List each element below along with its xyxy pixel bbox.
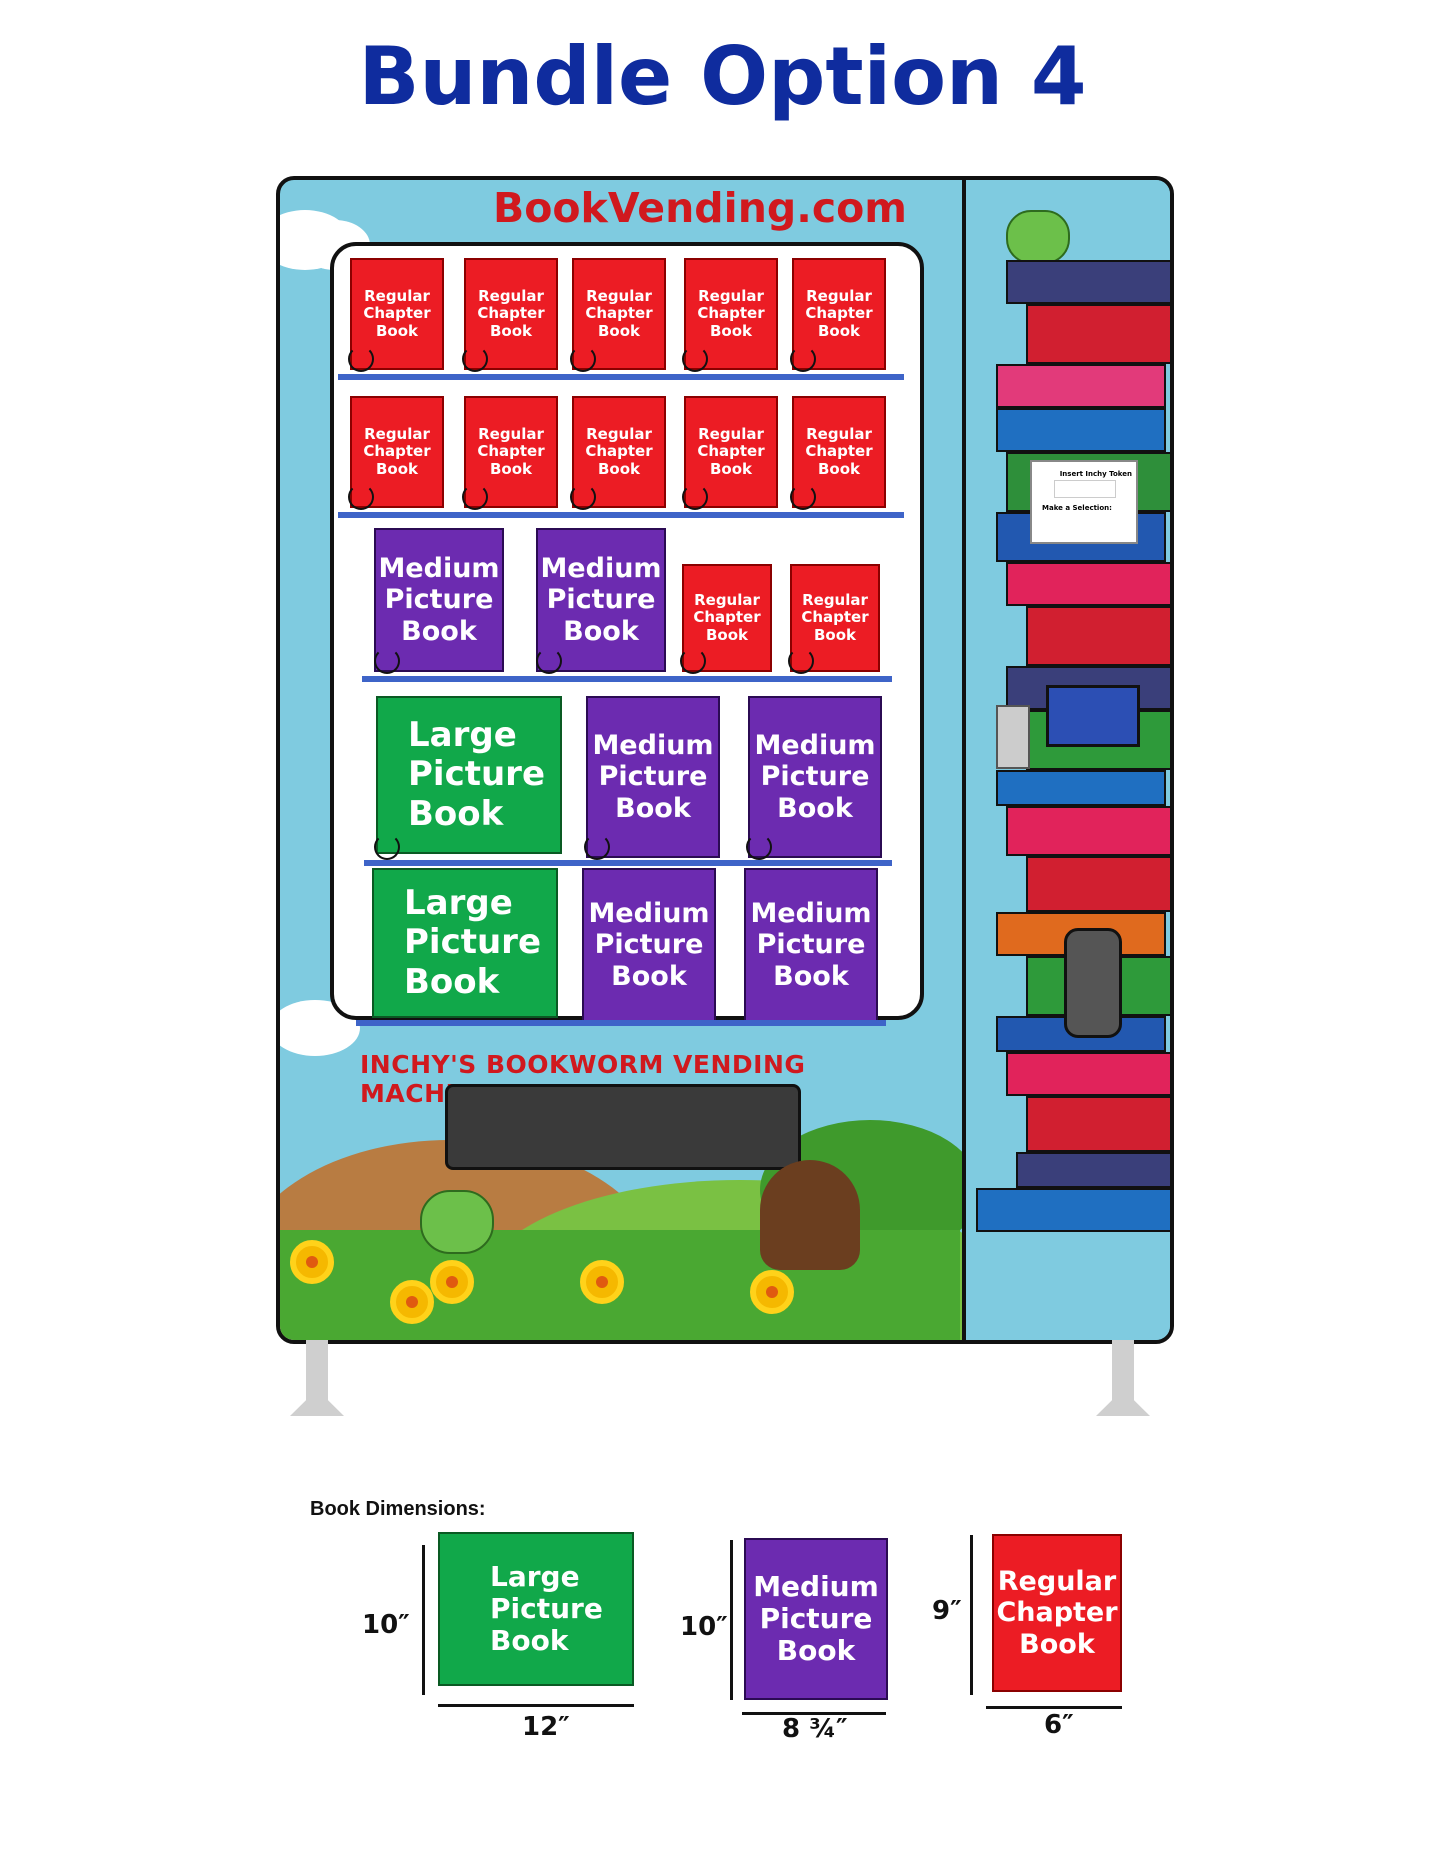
book-spine (1006, 806, 1170, 856)
pickup-door[interactable] (445, 1084, 801, 1170)
spiral-coil (348, 484, 374, 510)
spiral-coil (790, 484, 816, 510)
height-arrow (730, 1540, 733, 1700)
sunflower-icon (290, 1240, 334, 1284)
book-spine (1026, 304, 1170, 364)
sunflower-icon (750, 1270, 794, 1314)
spiral-coil (682, 346, 708, 372)
regular-chapter-book-sample: Regular Chapter Book (992, 1534, 1122, 1692)
regular-chapter-book-slot[interactable]: Regular Chapter Book (464, 396, 558, 508)
spiral-coil (790, 346, 816, 372)
spiral-coil (536, 648, 562, 674)
bookworm-mascot-icon (420, 1190, 494, 1254)
coin-slot[interactable] (1064, 928, 1122, 1038)
brand-logo: BookVending.com (440, 180, 960, 232)
medium-width-label: 8 ¾″ (782, 1714, 848, 1744)
vending-machine: BookVending.com Regular Chapter Book Reg… (276, 176, 1174, 1344)
spiral-coil (570, 484, 596, 510)
sunflower-icon (580, 1260, 624, 1304)
spiral-coil (682, 484, 708, 510)
spiral-coil (788, 648, 814, 674)
book-spine (976, 1188, 1170, 1232)
book-spine (1006, 562, 1170, 606)
large-picture-book-slot[interactable]: Large Picture Book (376, 696, 562, 854)
book-spine (996, 408, 1166, 452)
large-picture-book-sample: Large Picture Book (438, 1532, 634, 1686)
book-spine (996, 770, 1166, 806)
machine-front-panel: BookVending.com Regular Chapter Book Reg… (280, 180, 1000, 1340)
spiral-coil (374, 648, 400, 674)
book-spine (1006, 260, 1170, 304)
product-window: Regular Chapter Book Regular Chapter Boo… (330, 242, 924, 1022)
medium-picture-book-slot[interactable]: Medium Picture Book (748, 696, 882, 858)
regular-chapter-book-slot[interactable]: Regular Chapter Book (792, 396, 886, 508)
large-height-label: 10″ (362, 1610, 410, 1640)
medium-picture-book-slot[interactable]: Medium Picture Book (374, 528, 504, 672)
book-spine (996, 364, 1166, 408)
book-spine (1026, 606, 1170, 666)
shelf (356, 1020, 886, 1026)
spiral-coil (584, 834, 610, 860)
make-selection-label: Make a Selection: (1042, 504, 1112, 512)
machine-foot (290, 1400, 344, 1416)
spiral-coil (570, 346, 596, 372)
insert-token-label: Insert Inchy Token (1059, 470, 1132, 478)
regular-chapter-book-slot[interactable]: Regular Chapter Book (684, 396, 778, 508)
spiral-coil (680, 648, 706, 674)
sunflower-icon (430, 1260, 474, 1304)
book-spine (1026, 856, 1170, 912)
shelf (364, 860, 892, 866)
dimensions-heading: Book Dimensions: (310, 1498, 486, 1520)
book-spine (1006, 1052, 1170, 1096)
width-arrow (438, 1704, 634, 1707)
regular-width-label: 6″ (1044, 1710, 1074, 1740)
book-spine (1016, 1152, 1170, 1188)
token-display (1054, 480, 1116, 498)
child-reading-icon (760, 1160, 860, 1270)
book-spine (1026, 1096, 1170, 1152)
medium-picture-book-sample: Medium Picture Book (744, 1538, 888, 1700)
shelf (338, 374, 904, 380)
machine-leg (1112, 1340, 1134, 1410)
medium-picture-book-slot[interactable]: Medium Picture Book (536, 528, 666, 672)
shelf (362, 676, 892, 682)
regular-chapter-book-slot[interactable]: Regular Chapter Book (464, 258, 558, 370)
bookworm-mascot-icon (1006, 210, 1070, 264)
height-arrow (422, 1545, 425, 1695)
large-width-label: 12″ (522, 1712, 570, 1742)
spiral-coil (374, 834, 400, 860)
medium-height-label: 10″ (680, 1612, 728, 1642)
spiral-coil (462, 346, 488, 372)
sunflower-icon (390, 1280, 434, 1324)
spiral-coil (348, 346, 374, 372)
width-arrow (742, 1712, 886, 1715)
machine-foot (1096, 1400, 1150, 1416)
lock-icon (996, 705, 1030, 769)
selection-keypad[interactable] (1046, 685, 1140, 747)
machine-side-panel: Insert Inchy Token Make a Selection: (962, 180, 1170, 1340)
page-title: Bundle Option 4 (358, 30, 1087, 123)
spiral-coil (462, 484, 488, 510)
token-panel: Insert Inchy Token Make a Selection: (1030, 460, 1138, 544)
width-arrow (986, 1706, 1122, 1709)
spiral-coil (746, 834, 772, 860)
large-picture-book-slot[interactable]: Large Picture Book (372, 868, 558, 1018)
medium-picture-book-slot[interactable]: Medium Picture Book (586, 696, 720, 858)
shelf (338, 512, 904, 518)
medium-picture-book-slot[interactable]: Medium Picture Book (582, 868, 716, 1022)
regular-height-label: 9″ (932, 1596, 962, 1626)
height-arrow (970, 1535, 973, 1695)
machine-leg (306, 1340, 328, 1410)
medium-picture-book-slot[interactable]: Medium Picture Book (744, 868, 878, 1022)
